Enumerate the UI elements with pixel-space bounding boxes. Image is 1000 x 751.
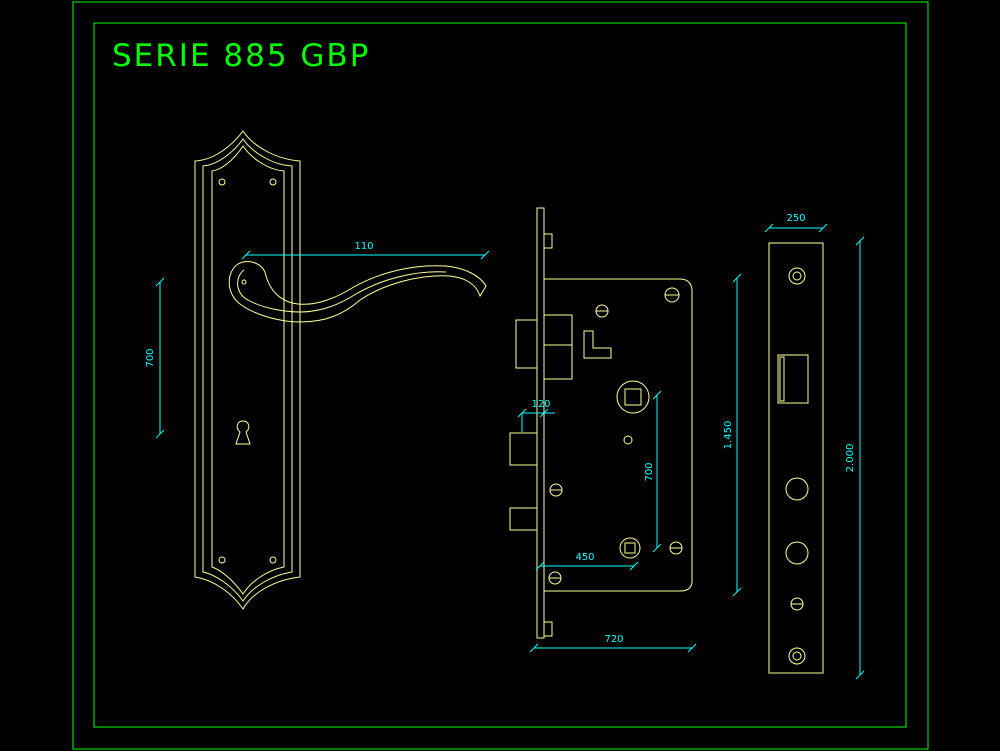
plate-screw-top-right bbox=[269, 178, 277, 186]
dim-tick bbox=[687, 643, 697, 653]
dim-text-case-width: 720 bbox=[604, 634, 623, 645]
dim-text-strike-width: 250 bbox=[786, 213, 805, 224]
spindle-square bbox=[624, 388, 642, 406]
mortise-lock bbox=[509, 207, 693, 639]
strike-latch-lip bbox=[779, 356, 785, 402]
case-rivet bbox=[623, 435, 633, 445]
drawing-frame bbox=[72, 1, 929, 750]
dim-tick bbox=[241, 250, 251, 260]
dim-text-handle-width: 110 bbox=[354, 241, 373, 252]
strike-hole-2 bbox=[785, 541, 809, 565]
dim-tick bbox=[539, 408, 549, 418]
lock-case bbox=[544, 278, 693, 592]
dim-text-spindle-to-key: 700 bbox=[644, 462, 655, 481]
plate-screw-bottom-right bbox=[269, 556, 277, 564]
strike-screw-bottom-inner bbox=[792, 651, 802, 661]
dim-tick bbox=[480, 250, 490, 260]
dim-tick bbox=[529, 643, 539, 653]
dim-tick bbox=[155, 429, 165, 439]
deadbolt-body bbox=[543, 314, 573, 380]
lock-faceplate bbox=[536, 207, 545, 639]
strike-screw-top-outer bbox=[788, 267, 806, 285]
faceplate-tab-top bbox=[543, 233, 553, 249]
deadbolt-out bbox=[515, 319, 538, 369]
inner-frame bbox=[93, 22, 907, 728]
dim-tick bbox=[855, 236, 865, 246]
dim-tick bbox=[155, 277, 165, 287]
dim-tick bbox=[652, 390, 662, 400]
faceplate-tab-bottom bbox=[543, 621, 553, 637]
strike-latch-opening bbox=[777, 354, 809, 404]
lock-dimensions bbox=[517, 273, 742, 653]
dim-text-strike-height: 2.000 bbox=[845, 444, 856, 473]
drawing-title: SERIE 885 GBP bbox=[112, 38, 370, 74]
dim-tick bbox=[629, 561, 639, 571]
latch-bolt bbox=[509, 432, 538, 466]
strike-plate-outline bbox=[768, 242, 824, 674]
spindle-hub bbox=[616, 380, 650, 414]
handle-dimensions bbox=[155, 250, 490, 439]
dim-tick bbox=[764, 223, 774, 233]
handle-plate bbox=[194, 130, 487, 610]
dim-text-backset: 120 bbox=[531, 399, 550, 410]
plate-screw-top-left bbox=[218, 178, 226, 186]
dim-tick bbox=[732, 273, 742, 283]
cylinder-square bbox=[624, 542, 636, 554]
lever-pivot bbox=[241, 279, 247, 285]
dim-tick bbox=[535, 561, 545, 571]
dim-tick bbox=[818, 223, 828, 233]
strike-screw-top-inner bbox=[792, 271, 802, 281]
lever-handle bbox=[228, 261, 487, 323]
dim-text-lock-height: 1.450 bbox=[723, 421, 734, 450]
keyhole bbox=[235, 420, 251, 445]
strike-screw-bottom-outer bbox=[788, 647, 806, 665]
dim-tick bbox=[652, 543, 662, 553]
lock-l-slot bbox=[583, 330, 612, 359]
outer-frame bbox=[72, 1, 929, 750]
strike-hole-1 bbox=[785, 477, 809, 501]
dim-text-handle-height: 700 bbox=[145, 348, 156, 367]
lever-inner-line bbox=[237, 269, 447, 313]
plate-outline-middle bbox=[202, 138, 293, 602]
strike-dimensions bbox=[764, 223, 865, 680]
dim-tick bbox=[732, 587, 742, 597]
plate-screw-bottom-left bbox=[218, 556, 226, 564]
plate-outline-outer bbox=[194, 130, 301, 610]
cylinder-hub bbox=[619, 537, 641, 559]
plate-outline-inner bbox=[211, 145, 285, 595]
strike-plate bbox=[768, 242, 824, 674]
dim-tick bbox=[855, 670, 865, 680]
anti-friction-bolt bbox=[509, 507, 538, 531]
dim-text-key-offset: 450 bbox=[575, 552, 594, 563]
